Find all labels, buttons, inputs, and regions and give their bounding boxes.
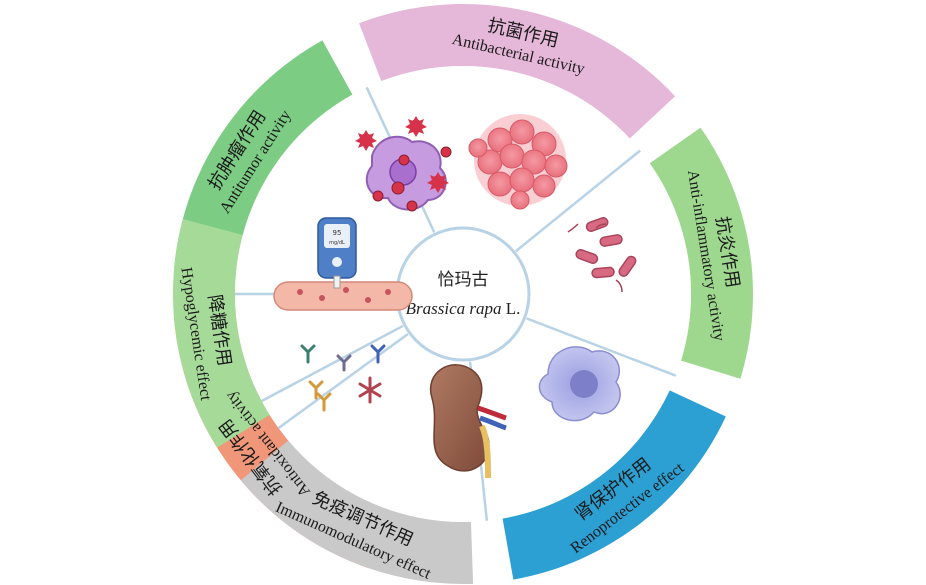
glucose-value: 95 — [333, 229, 342, 237]
divider-line — [277, 332, 409, 430]
divider-line — [526, 317, 677, 377]
ring-segment-2 — [173, 40, 353, 279]
ring-segment-7 — [172, 218, 270, 448]
ring-segment-4 — [649, 127, 753, 379]
ring-segment-5 — [502, 390, 726, 580]
center-latin-label: Brassica rapa L. — [406, 299, 521, 318]
bacteria-icon — [567, 216, 637, 293]
glucose-meter-icon: 95 mg/dL — [273, 217, 413, 311]
center-node: 恰玛古 Brassica rapa L. — [395, 226, 531, 362]
ring-segment-6 — [240, 440, 474, 584]
latin-suffix: L. — [501, 299, 520, 318]
antibodies-icon — [300, 344, 386, 412]
outer-ring — [172, 4, 753, 584]
divider-line — [261, 324, 404, 403]
antioxidant-cell-icon — [355, 116, 452, 212]
glucose-unit: mg/dL — [329, 240, 345, 246]
kidney-icon — [429, 364, 507, 479]
inflammatory-cell-icon — [538, 346, 621, 422]
tumor-cluster-icon — [468, 114, 568, 210]
ring-segment-3 — [359, 4, 676, 139]
center-chinese-label: 恰玛古 — [438, 270, 489, 290]
divider-line — [515, 149, 641, 253]
latin-name: Brassica rapa — [406, 299, 502, 318]
